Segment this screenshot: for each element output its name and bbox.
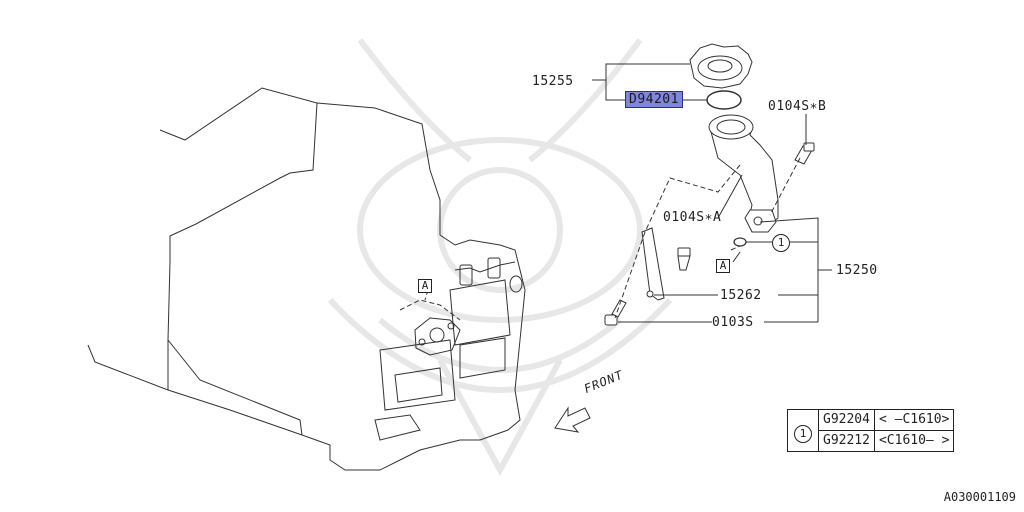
- legend-part-number[interactable]: G92204: [818, 409, 875, 431]
- legend-part-number[interactable]: G92212: [818, 430, 875, 452]
- variant-legend-table: 1 G92204 < –C1610> G92212 <C1610– >: [787, 409, 955, 452]
- legend-row: 1 G92204 < –C1610>: [787, 409, 955, 452]
- legend-ref-circle: 1: [794, 424, 812, 443]
- diagram-code: A030001109: [943, 490, 1016, 504]
- gasket-drawing: [733, 237, 747, 247]
- engine-block-outline: [87, 87, 501, 471]
- bracket-drawing: [641, 227, 665, 301]
- legend-ref-cell: 1: [787, 409, 819, 452]
- ref-marker-a-left: A: [418, 279, 432, 293]
- part-label-15250[interactable]: 15250: [836, 263, 878, 278]
- part-label-0104s-b[interactable]: 0104S∗B: [768, 99, 827, 114]
- part-label-0103s[interactable]: 0103S: [712, 315, 754, 330]
- dashed-leader-lines: [399, 157, 801, 321]
- bolt-b-drawing: [794, 142, 815, 165]
- ref-circle-1: 1: [772, 234, 790, 252]
- oil-filler-cap-drawing: [689, 43, 753, 89]
- bolt-c-drawing: [604, 299, 627, 326]
- filler-pipe-drawing: [708, 114, 779, 233]
- legend-range: <C1610– >: [873, 430, 955, 452]
- solid-leader-lines: [592, 63, 832, 323]
- o-ring-drawing: [706, 90, 742, 110]
- legend-row: G92212 <C1610– >: [788, 430, 955, 452]
- part-label-15262[interactable]: 15262: [720, 288, 762, 303]
- part-label-15255[interactable]: 15255: [532, 74, 574, 89]
- watermark-emblem: [327, 38, 673, 477]
- bolt-a-drawing: [677, 247, 691, 271]
- front-arrow-icon: [554, 406, 591, 433]
- ref-marker-a-right: A: [716, 259, 730, 273]
- oil-pan-outline: [374, 244, 526, 461]
- part-label-d94201-highlighted[interactable]: D94201: [625, 91, 683, 108]
- part-label-0104s-a[interactable]: 0104S∗A: [663, 210, 722, 225]
- legend-range: < –C1610>: [873, 409, 955, 431]
